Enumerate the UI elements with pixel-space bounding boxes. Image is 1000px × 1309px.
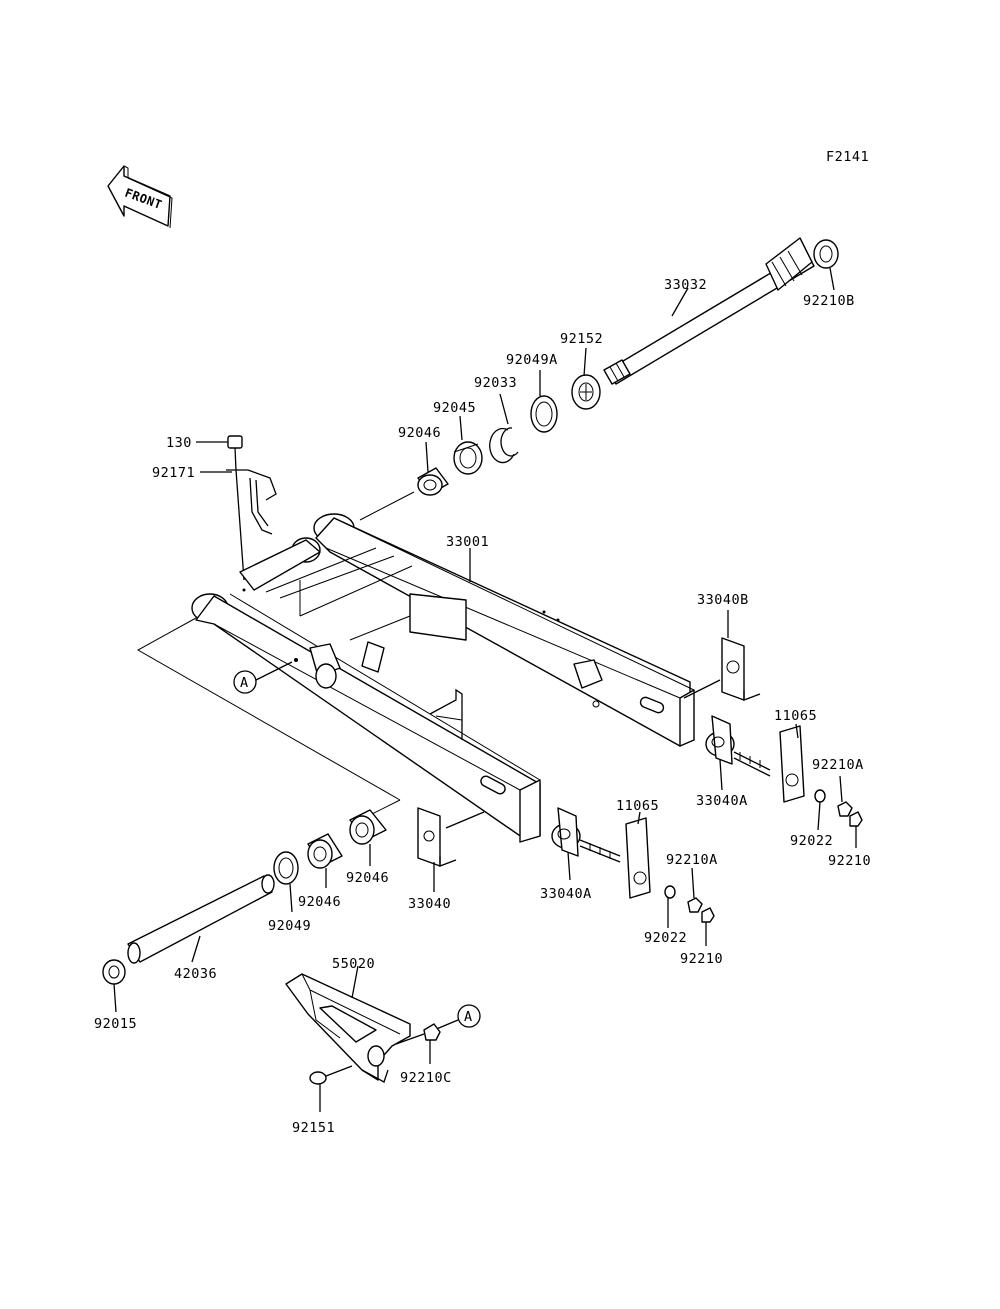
label-92210a-upper: 92210A [812, 757, 864, 773]
adjuster-33040a-lower [551, 807, 621, 863]
svg-text:A: A [240, 675, 249, 691]
svg-text:A: A [464, 1009, 473, 1025]
label-92210-upper: 92210 [828, 853, 871, 869]
label-92046-upper: 92046 [398, 425, 441, 441]
label-92046-lower-left: 92046 [298, 894, 341, 910]
pivot-shaft [603, 237, 815, 385]
label-33001: 33001 [446, 534, 489, 550]
washer-92022-lower [664, 885, 676, 899]
label-92015: 92015 [94, 1016, 137, 1032]
label-92046-lower-right: 92046 [346, 870, 389, 886]
label-92033: 92033 [474, 375, 517, 391]
plate-33040b [721, 637, 761, 701]
nut-92210a-lower [687, 897, 703, 913]
collar-92152 [571, 374, 601, 410]
label-33040a-upper: 33040A [696, 793, 748, 809]
label-92210a-lower: 92210A [666, 852, 718, 868]
label-33040a-lower: 33040A [540, 886, 592, 902]
label-55020: 55020 [332, 956, 375, 972]
bearing-92046-lower-left [307, 833, 343, 869]
label-33040: 33040 [408, 896, 451, 912]
front-arrow-icon: FRONT [107, 165, 173, 229]
bearing-92045 [453, 441, 483, 475]
plate-11065-upper [779, 725, 805, 803]
clamp-92171 [226, 469, 277, 581]
plate-33040 [417, 807, 457, 867]
label-92210c: 92210C [400, 1070, 452, 1086]
label-33040b: 33040B [697, 592, 749, 608]
bolt-92151 [309, 1065, 353, 1085]
label-92022-lower: 92022 [644, 930, 687, 946]
label-130: 130 [166, 435, 192, 451]
label-92210b: 92210B [803, 293, 855, 309]
nut-92210c [423, 1023, 441, 1041]
swingarm-33001 [191, 513, 695, 843]
label-92151: 92151 [292, 1120, 335, 1136]
bearing-92046-lower-right [349, 809, 387, 845]
diagram-code: F2141 [826, 149, 869, 165]
nut-92015 [102, 959, 126, 985]
nut-92210-lower [701, 907, 715, 923]
ref-marker-a-lower: A [457, 1004, 481, 1028]
bolt-130 [227, 435, 243, 471]
nut-92210a-upper [837, 801, 853, 817]
seal-92049 [273, 851, 299, 885]
sleeve-42036 [127, 874, 275, 964]
seal-92049a [530, 395, 558, 433]
label-33032: 33032 [664, 277, 707, 293]
label-92049a: 92049A [506, 352, 558, 368]
pivot-nut-92210b [813, 239, 839, 269]
adjuster-33040a-upper [705, 715, 771, 777]
nut-92210-upper [849, 811, 863, 827]
washer-92022-upper [814, 789, 826, 803]
ref-marker-a-upper: A [233, 670, 257, 694]
label-92171: 92171 [152, 465, 195, 481]
label-92022-upper: 92022 [790, 833, 833, 849]
label-92210-lower: 92210 [680, 951, 723, 967]
label-11065-upper: 11065 [774, 708, 817, 724]
chain-guard-55020 [285, 973, 411, 1083]
label-42036: 42036 [174, 966, 217, 982]
bearing-92046-upper [417, 467, 449, 496]
label-92152: 92152 [560, 331, 603, 347]
label-92045: 92045 [433, 400, 476, 416]
circlip-92033 [489, 427, 519, 464]
plate-11065-lower [625, 817, 651, 899]
label-92049: 92049 [268, 918, 311, 934]
label-11065-lower: 11065 [616, 798, 659, 814]
